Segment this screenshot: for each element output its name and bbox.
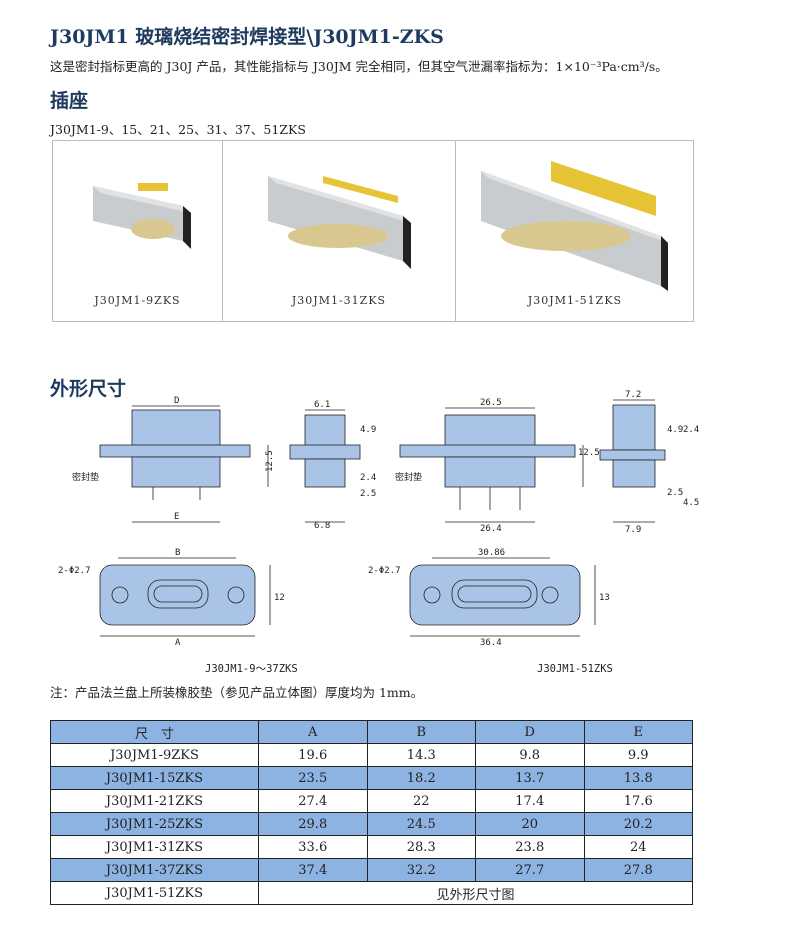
dim-h3: 2.5 bbox=[360, 489, 376, 499]
header-cell: B bbox=[366, 720, 476, 744]
socket-heading: 插座 bbox=[50, 90, 89, 112]
dim-A: 36.4 bbox=[480, 638, 502, 648]
table-cell: 13.8 bbox=[583, 766, 693, 790]
dim-width-top: 7.2 bbox=[625, 390, 641, 400]
table-cell: 24.5 bbox=[366, 812, 476, 836]
photo-caption: J30JM1-31ZKS bbox=[291, 294, 387, 307]
dim-h2: 2.4 bbox=[683, 425, 699, 435]
table-cell: J30JM1-37ZKS bbox=[50, 858, 259, 882]
dim-width-bottom: 26.4 bbox=[480, 524, 502, 534]
table-cell: J30JM1-25ZKS bbox=[50, 812, 259, 836]
connector-image bbox=[93, 183, 191, 249]
table-cell: 32.2 bbox=[366, 858, 476, 882]
dim-B: 30.86 bbox=[478, 548, 505, 558]
table-cell: 见外形尺寸图 bbox=[258, 881, 693, 905]
dim-width-bottom: 6.8 bbox=[314, 521, 330, 531]
table-cell: 27.8 bbox=[583, 858, 693, 882]
table-cell: 18.2 bbox=[366, 766, 476, 790]
dimension-drawings: D E 12.5 密封垫 6.1 6.8 4.9 2.4 2.5 26.5 26… bbox=[58, 390, 699, 675]
note-text: 注：产品法兰盘上所装橡胶垫（参见产品立体图）厚度均为 1mm。 bbox=[50, 685, 424, 700]
dim-width-top: 26.5 bbox=[480, 398, 502, 408]
dim-width-bottom: 7.9 bbox=[625, 525, 641, 535]
photo-51zks: J30JM1-51ZKS bbox=[456, 141, 694, 321]
table-cell: 22 bbox=[366, 789, 476, 813]
photo-caption: J30JM1-51ZKS bbox=[527, 294, 623, 307]
table-cell: 19.6 bbox=[258, 743, 368, 767]
table-cell: 27.7 bbox=[475, 858, 585, 882]
table-cell: 13.7 bbox=[475, 766, 585, 790]
dim-B: B bbox=[175, 548, 180, 558]
header-cell: D bbox=[475, 720, 585, 744]
table-cell: 14.3 bbox=[366, 743, 476, 767]
table-cell: 27.4 bbox=[258, 789, 368, 813]
dim-h4: 4.5 bbox=[683, 498, 699, 508]
photo-31zks: J30JM1-31ZKS bbox=[223, 141, 456, 321]
photo-9zks: J30JM1-9ZKS bbox=[53, 141, 223, 321]
dim-height: 12.5 bbox=[265, 450, 275, 472]
dim-h1: 4.9 bbox=[360, 425, 376, 435]
table-cell: 17.4 bbox=[475, 789, 585, 813]
dim-width-top: 6.1 bbox=[314, 400, 330, 410]
seal-label: 密封垫 bbox=[72, 471, 99, 483]
table-cell: 9.8 bbox=[475, 743, 585, 767]
table-header: 尺 寸 A B D E bbox=[50, 720, 693, 744]
hole-label: 2-Φ2.7 bbox=[368, 566, 401, 576]
dim-E: E bbox=[174, 512, 179, 522]
table-cell: J30JM1-31ZKS bbox=[50, 835, 259, 859]
table-cell: 17.6 bbox=[583, 789, 693, 813]
product-photos: J30JM1-9ZKS J30JM1-31ZKS J30JM1-51ZKS bbox=[52, 140, 694, 322]
dimensions-heading: 外形尺寸 bbox=[50, 378, 127, 400]
dim-height: 12.5 bbox=[578, 448, 600, 458]
table-cell: J30JM1-9ZKS bbox=[50, 743, 259, 767]
dim-height: 13 bbox=[599, 593, 610, 603]
table-cell: 23.8 bbox=[475, 835, 585, 859]
connector-image bbox=[481, 161, 668, 291]
intro-text: 这是密封指标更高的 J30J 产品，其性能指标与 J30JM 完全相同，但其空气… bbox=[50, 59, 668, 74]
flange-caption: J30JM1-51ZKS bbox=[537, 663, 613, 675]
table-cell: J30JM1-15ZKS bbox=[50, 766, 259, 790]
seal-label: 密封垫 bbox=[395, 471, 422, 483]
table-cell: J30JM1-51ZKS bbox=[50, 881, 259, 905]
dim-A: A bbox=[175, 638, 181, 648]
table-cell: 23.5 bbox=[258, 766, 368, 790]
model-list: J30JM1-9、15、21、25、31、37、51ZKS bbox=[50, 122, 306, 137]
table-cell: 24 bbox=[583, 835, 693, 859]
dim-h2: 2.4 bbox=[360, 473, 376, 483]
table-cell: 29.8 bbox=[258, 812, 368, 836]
hole-label: 2-Φ2.7 bbox=[58, 566, 91, 576]
page-title: J30JM1 玻璃烧结密封焊接型\J30JM1-ZKS bbox=[50, 26, 444, 48]
dim-h1: 4.9 bbox=[667, 425, 683, 435]
table-row: J30JM1-51ZKS 见外形尺寸图 bbox=[50, 881, 693, 905]
table-cell: 20.2 bbox=[583, 812, 693, 836]
header-cell: 尺 寸 bbox=[50, 720, 259, 744]
table-cell: 28.3 bbox=[366, 835, 476, 859]
dim-height: 12 bbox=[274, 593, 285, 603]
table-cell: 33.6 bbox=[258, 835, 368, 859]
table-cell: 20 bbox=[475, 812, 585, 836]
dim-D: D bbox=[174, 396, 179, 406]
flange-caption: J30JM1-9～37ZKS bbox=[205, 663, 298, 675]
header-cell: A bbox=[258, 720, 368, 744]
table-cell: J30JM1-21ZKS bbox=[50, 789, 259, 813]
header-cell: E bbox=[583, 720, 693, 744]
table-cell: 9.9 bbox=[583, 743, 693, 767]
table-cell: 37.4 bbox=[258, 858, 368, 882]
photo-caption: J30JM1-9ZKS bbox=[94, 294, 181, 307]
dim-h3: 2.5 bbox=[667, 488, 683, 498]
connector-image bbox=[268, 176, 411, 269]
